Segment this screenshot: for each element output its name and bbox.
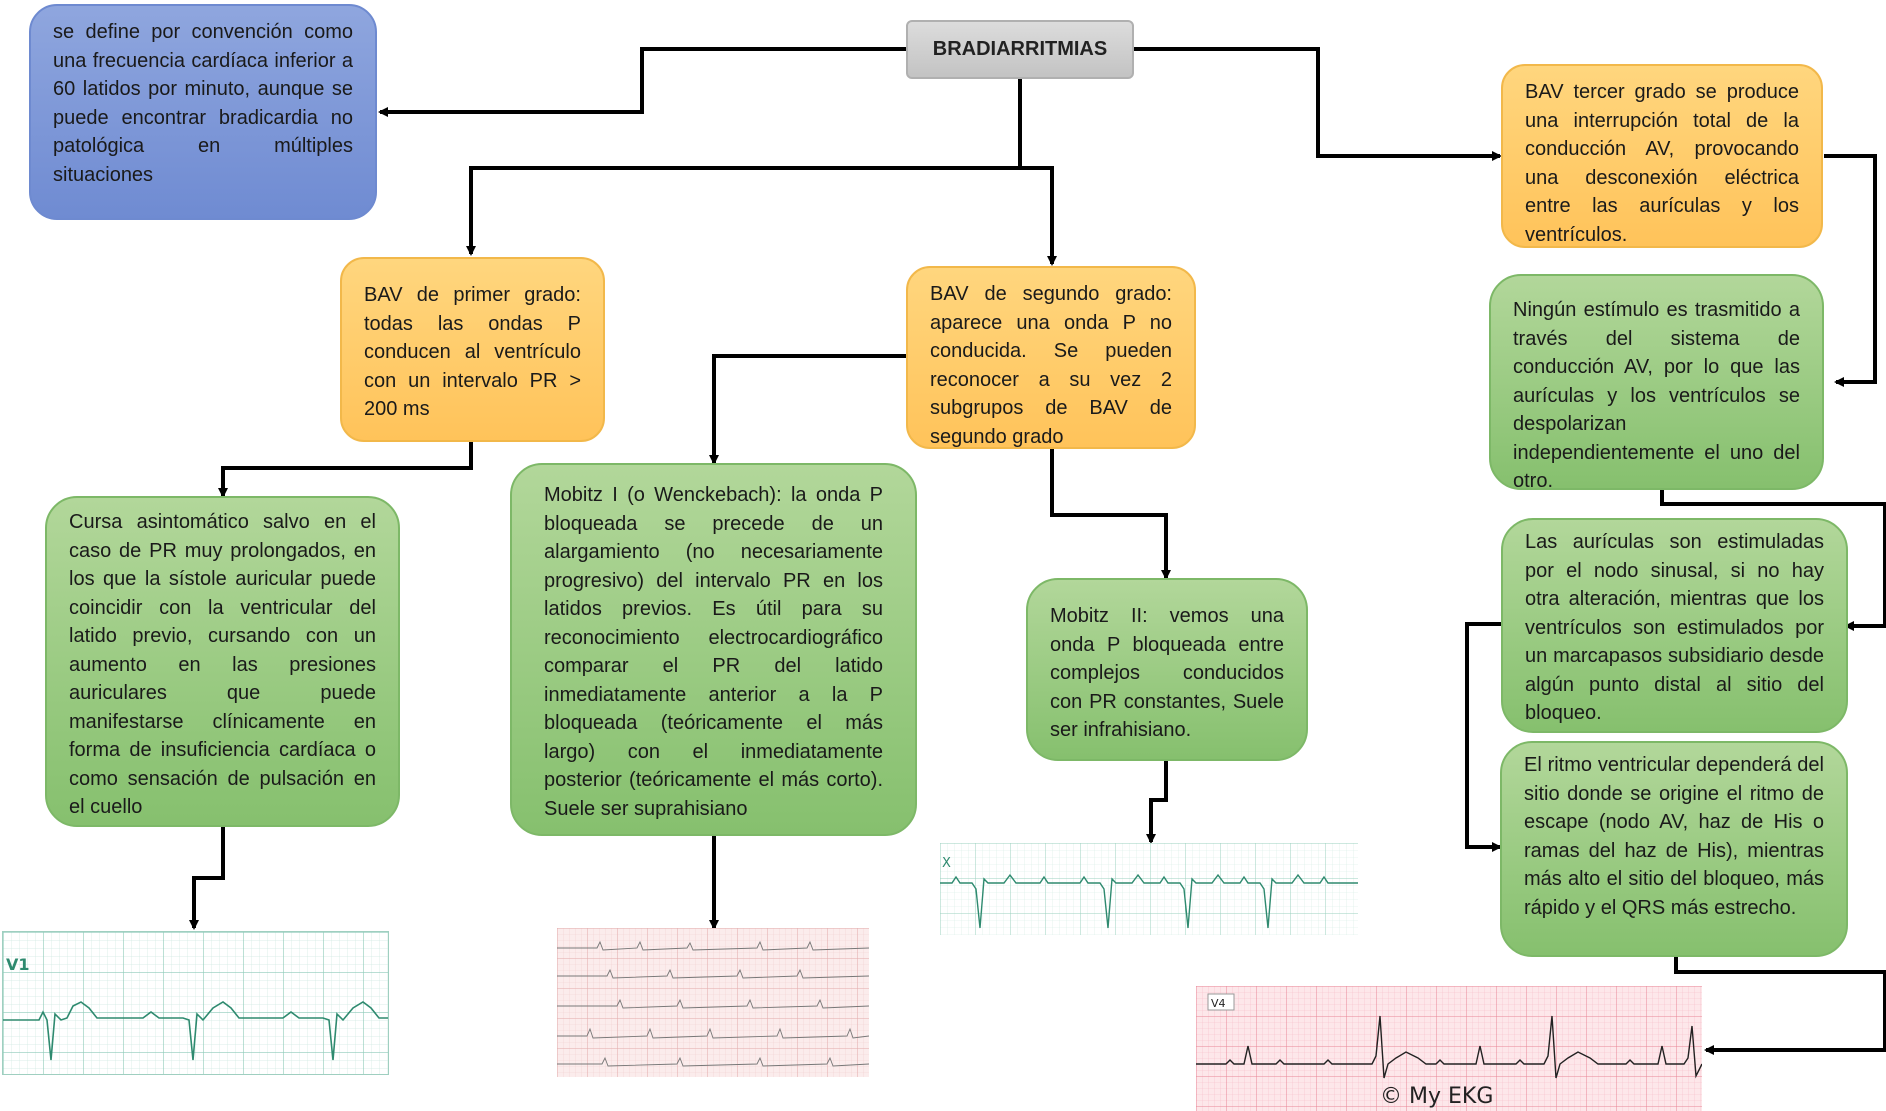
third-degree-dissociation-box: Ningún estímulo es trasmitido a través d…	[1489, 274, 1824, 492]
mobitz-1-box: Mobitz I (o Wenckebach): la onda P bloqu…	[510, 463, 917, 836]
third-degree-ventricular-box: El ritmo ventricular dependerá del sitio…	[1500, 741, 1848, 957]
second-degree-box: BAV de segundo grado: aparece una onda P…	[906, 266, 1196, 449]
third-degree-text: BAV tercer grado se produce una interrup…	[1525, 81, 1799, 246]
ecg-strip-mobitz-2: X	[940, 843, 1358, 935]
third-degree-atria-text: Las aurículas son estimuladas por el nod…	[1525, 531, 1824, 724]
ecg-strip-mobitz-1	[557, 928, 869, 1077]
ecg-trace-v4	[1196, 1015, 1702, 1079]
ecg-label-v1: V1	[6, 955, 30, 974]
first-degree-text: BAV de primer grado: todas las ondas P c…	[364, 284, 581, 420]
ecg-label-v4: V4	[1211, 997, 1226, 1010]
ecg-trace-v1	[3, 1001, 388, 1061]
mobitz-2-box: Mobitz II: vemos una onda P bloqueada en…	[1026, 578, 1308, 761]
mobitz-2-text: Mobitz II: vemos una onda P bloqueada en…	[1050, 605, 1284, 741]
third-degree-dissociation-text: Ningún estímulo es trasmitido a través d…	[1513, 299, 1800, 492]
first-degree-box: BAV de primer grado: todas las ondas P c…	[340, 257, 605, 442]
definition-box: se define por convención como una frecue…	[29, 4, 377, 220]
first-degree-detail-text: Cursa asintomático salvo en el caso de P…	[69, 511, 376, 818]
first-degree-detail-box: Cursa asintomático salvo en el caso de P…	[45, 496, 400, 827]
ecg-strip-third-degree: V4 © My EKG	[1196, 986, 1702, 1111]
second-degree-text: BAV de segundo grado: aparece una onda P…	[930, 283, 1172, 448]
mobitz-1-text: Mobitz I (o Wenckebach): la onda P bloqu…	[544, 484, 883, 820]
ecg-copyright: © My EKG	[1380, 1084, 1493, 1109]
third-degree-atria-box: Las aurículas son estimuladas por el nod…	[1501, 518, 1848, 733]
third-degree-ventricular-text: El ritmo ventricular dependerá del sitio…	[1524, 754, 1824, 919]
diagram-title: BRADIARRITMIAS	[906, 20, 1134, 79]
ecg-label-x: X	[942, 856, 951, 871]
definition-text: se define por convención como una frecue…	[53, 21, 353, 186]
ecg-strip-first-degree: V1	[2, 931, 389, 1075]
third-degree-box: BAV tercer grado se produce una interrup…	[1501, 64, 1823, 248]
